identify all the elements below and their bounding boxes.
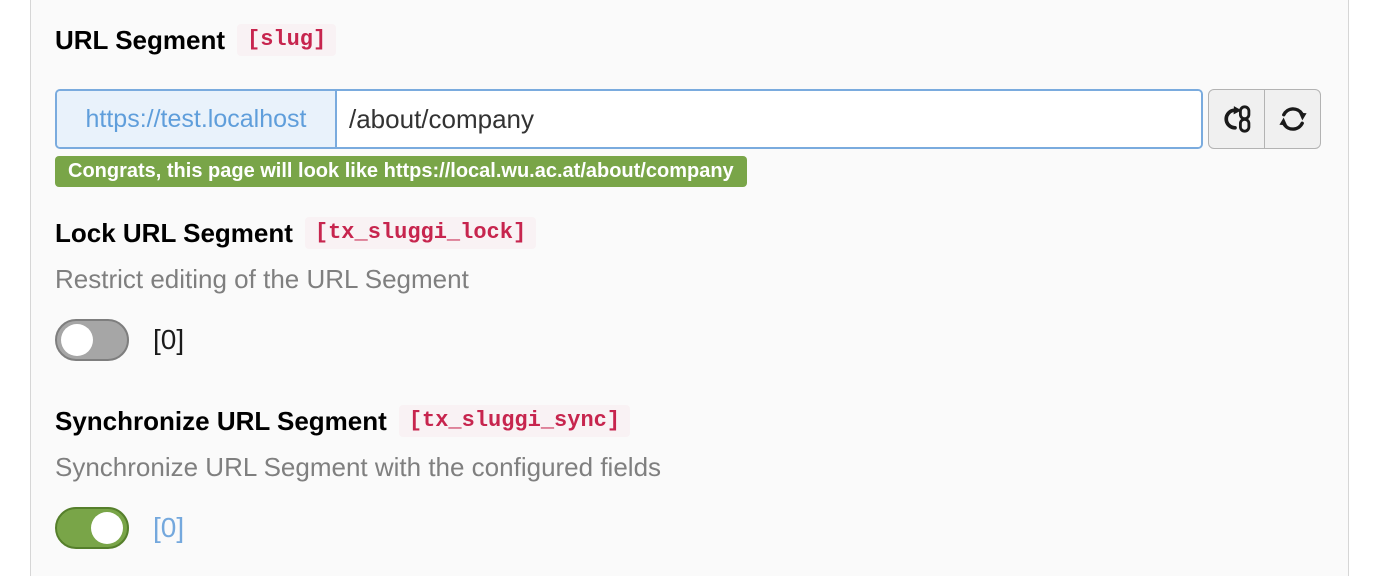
slug-code-badge: [slug] bbox=[237, 24, 337, 56]
lock-field-label: Lock URL Segment [tx_sluggi_lock] bbox=[55, 217, 1348, 249]
slug-input-group: https://test.localhost bbox=[55, 89, 1203, 149]
form-panel: URL Segment [slug] https://test.localhos… bbox=[30, 0, 1349, 576]
field-lock: Lock URL Segment [tx_sluggi_lock] Restri… bbox=[55, 217, 1348, 361]
slug-input[interactable] bbox=[337, 91, 1201, 147]
lock-description: Restrict editing of the URL Segment bbox=[55, 264, 469, 294]
refresh-icon bbox=[1278, 107, 1307, 131]
field-sync: Synchronize URL Segment [tx_sluggi_sync]… bbox=[55, 405, 1348, 549]
lock-label-text: Lock URL Segment bbox=[55, 217, 293, 248]
slug-field-label: URL Segment [slug] bbox=[55, 24, 1348, 56]
sync-field-label: Synchronize URL Segment [tx_sluggi_sync] bbox=[55, 405, 1348, 437]
sync-toggle[interactable] bbox=[55, 507, 129, 549]
sync-toggle-row: [0] bbox=[55, 507, 1348, 549]
lock-toggle[interactable] bbox=[55, 319, 129, 361]
lock-toggle-row: [0] bbox=[55, 319, 1348, 361]
recalculate-slug-button[interactable] bbox=[1264, 89, 1321, 149]
sync-label-text: Synchronize URL Segment bbox=[55, 405, 387, 436]
link-refresh-icon bbox=[1223, 105, 1250, 133]
toggle-knob bbox=[61, 324, 93, 356]
sync-toggle-value: [0] bbox=[153, 512, 185, 543]
slug-label-text: URL Segment bbox=[55, 24, 225, 55]
field-slug: URL Segment [slug] https://test.localhos… bbox=[55, 24, 1348, 187]
lock-code-badge: [tx_sluggi_lock] bbox=[304, 217, 537, 249]
slug-url-prefix: https://test.localhost bbox=[57, 91, 337, 147]
slug-preview-badge: Congrats, this page will look like https… bbox=[55, 156, 747, 187]
slug-input-row: https://test.localhost bbox=[55, 89, 1324, 149]
sync-code-badge: [tx_sluggi_sync] bbox=[398, 405, 631, 437]
sync-description: Synchronize URL Segment with the configu… bbox=[55, 452, 662, 482]
lock-toggle-value: [0] bbox=[153, 324, 185, 355]
toggle-link-button[interactable] bbox=[1208, 89, 1265, 149]
toggle-knob bbox=[91, 512, 123, 544]
slug-button-group bbox=[1208, 89, 1321, 149]
